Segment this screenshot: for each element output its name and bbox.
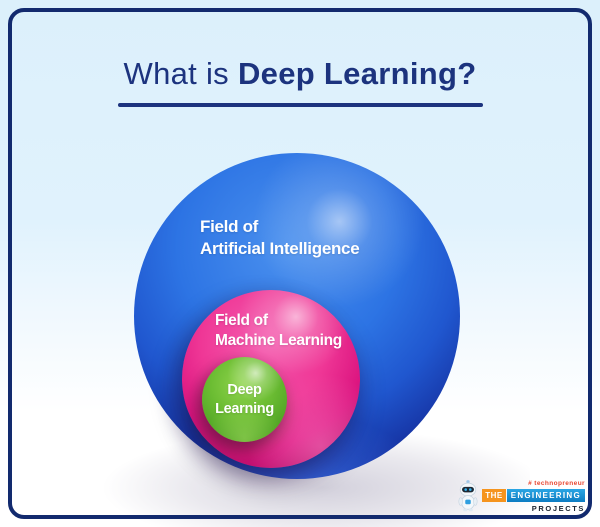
title-emphasis: Deep Learning? [238, 56, 477, 91]
brand-logo: # technopreneur THE ENGINEERING PROJECTS [457, 479, 585, 513]
brand-name-engineering: ENGINEERING [506, 489, 585, 502]
brand-tagline: # technopreneur [528, 480, 585, 487]
brand-name-row: THE ENGINEERING [482, 489, 585, 502]
deep-learning-sphere [202, 357, 287, 442]
title-underline [118, 103, 483, 107]
artificial-intelligence-label: Field of Artificial Intelligence [200, 216, 360, 261]
machine-learning-label-line1: Field of [215, 312, 268, 329]
artificial-intelligence-label-line1: Field of [200, 217, 259, 236]
deep-learning-label-line1: Deep [227, 382, 262, 398]
machine-learning-label-line2: Machine Learning [215, 332, 342, 350]
page-title: What is Deep Learning? [0, 56, 600, 92]
machine-learning-label: Field of Machine Learning [215, 311, 342, 352]
brand-name-projects: PROJECTS [531, 504, 585, 513]
deep-learning-label-line2: Learning [215, 401, 274, 418]
brand-text-block: # technopreneur THE ENGINEERING PROJECTS [482, 480, 585, 513]
brand-name-the: THE [482, 489, 506, 502]
title-prefix: What is [123, 56, 229, 91]
robot-mascot-icon [457, 479, 479, 513]
deep-learning-label: Deep Learning [202, 381, 287, 419]
artificial-intelligence-label-line2: Artificial Intelligence [200, 239, 360, 259]
